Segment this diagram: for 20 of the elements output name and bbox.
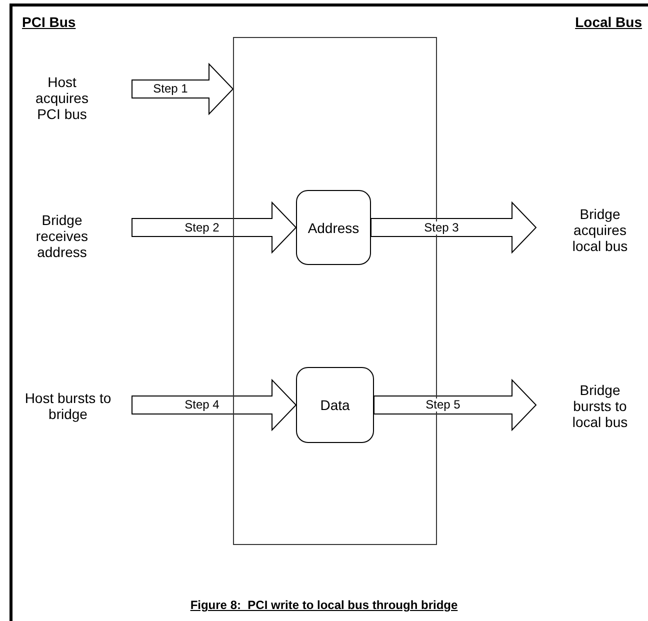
edge-label: Step 4: [184, 398, 220, 412]
step-description: Bridge acquires local bus: [560, 204, 640, 256]
block-arrow: [132, 378, 297, 432]
block-arrow: [132, 62, 234, 116]
step-description: Host acquires PCI bus: [22, 72, 102, 124]
step-description: Host bursts to bridge: [14, 386, 122, 426]
edge-label: Step 1: [152, 82, 189, 96]
figure-caption: Figure 8: PCI write to local bus through bridge: [189, 598, 459, 612]
edge-label: Step 5: [424, 398, 462, 412]
process-box: Address: [296, 190, 371, 265]
edge-label: Step 2: [184, 221, 220, 234]
block-arrow: [374, 378, 537, 432]
bus-heading: Local Bus: [575, 14, 642, 30]
edge-label: Step 3: [423, 221, 460, 234]
block-arrow: [132, 201, 297, 254]
process-box: Data: [296, 367, 374, 443]
bus-heading: PCI Bus: [22, 14, 76, 30]
step-description: Bridge bursts to local bus: [560, 380, 640, 432]
step-description: Bridge receives address: [22, 210, 102, 262]
block-arrow: [370, 201, 537, 254]
